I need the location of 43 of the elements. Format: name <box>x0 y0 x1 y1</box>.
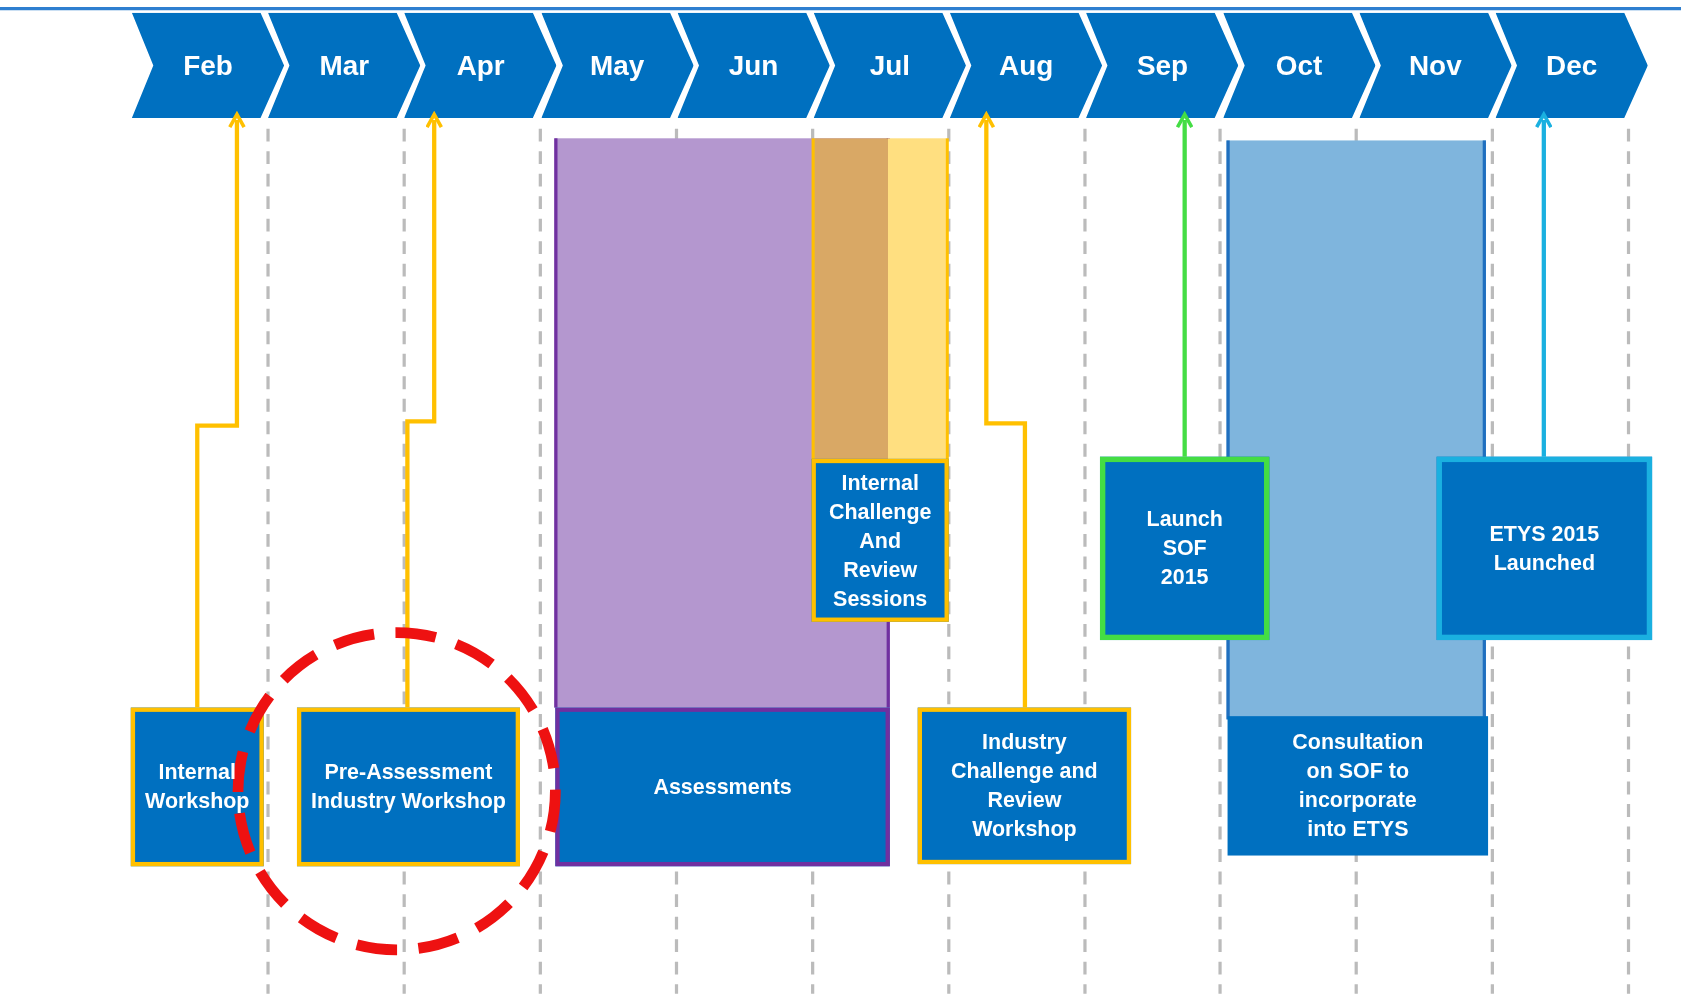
event-label: Industry Challenge and Review Workshop <box>950 729 1099 843</box>
month-label: Apr <box>456 48 505 82</box>
arrow <box>1175 112 1194 457</box>
event-box <box>811 458 949 622</box>
event-label: ETYS 2015 Launched <box>1488 520 1601 577</box>
month-label: Nov <box>1409 48 1462 82</box>
timeline-segment <box>268 12 421 118</box>
timeline-segment <box>540 12 694 118</box>
arrow <box>405 112 444 708</box>
timeline-segment <box>131 12 285 118</box>
event-box <box>1436 456 1653 641</box>
arrow <box>195 112 246 708</box>
event-label: Internal Challenge And Review Sessions <box>827 469 933 612</box>
month-label: Sep <box>1137 48 1189 82</box>
timeline-segment <box>1359 12 1512 118</box>
event-label: Assessments <box>652 773 793 801</box>
event-label: Pre-Assessment Industry Workshop <box>310 759 507 815</box>
month-label: Oct <box>1275 48 1323 82</box>
month-label: Jun <box>728 48 779 82</box>
timeline-segment <box>1086 12 1239 118</box>
month-label: Mar <box>319 48 370 82</box>
arrow <box>1534 112 1553 457</box>
month-label: Dec <box>1546 48 1598 82</box>
month-label: Jul <box>869 48 910 82</box>
arrow <box>977 112 1028 708</box>
event-box <box>555 707 890 867</box>
timeline-segment <box>1222 12 1376 118</box>
event-box <box>130 707 264 867</box>
month-label: Feb <box>183 48 233 82</box>
event-label: Consultation on SOF to incorporate into ETYS <box>1291 729 1425 843</box>
event-box <box>1227 716 1489 856</box>
event-box <box>917 707 1132 865</box>
timeline-segment <box>677 12 830 118</box>
month-label: Aug <box>999 48 1054 82</box>
period-bar <box>811 138 949 460</box>
timeline-segment <box>813 12 966 118</box>
event-box <box>1099 456 1270 641</box>
timeline-segment <box>950 12 1103 118</box>
timeline-segment <box>404 12 557 118</box>
event-label: Launch SOF 2015 <box>1145 506 1224 591</box>
month-label: May <box>589 48 645 82</box>
timeline-segment <box>1495 12 1648 118</box>
event-box <box>296 707 520 867</box>
